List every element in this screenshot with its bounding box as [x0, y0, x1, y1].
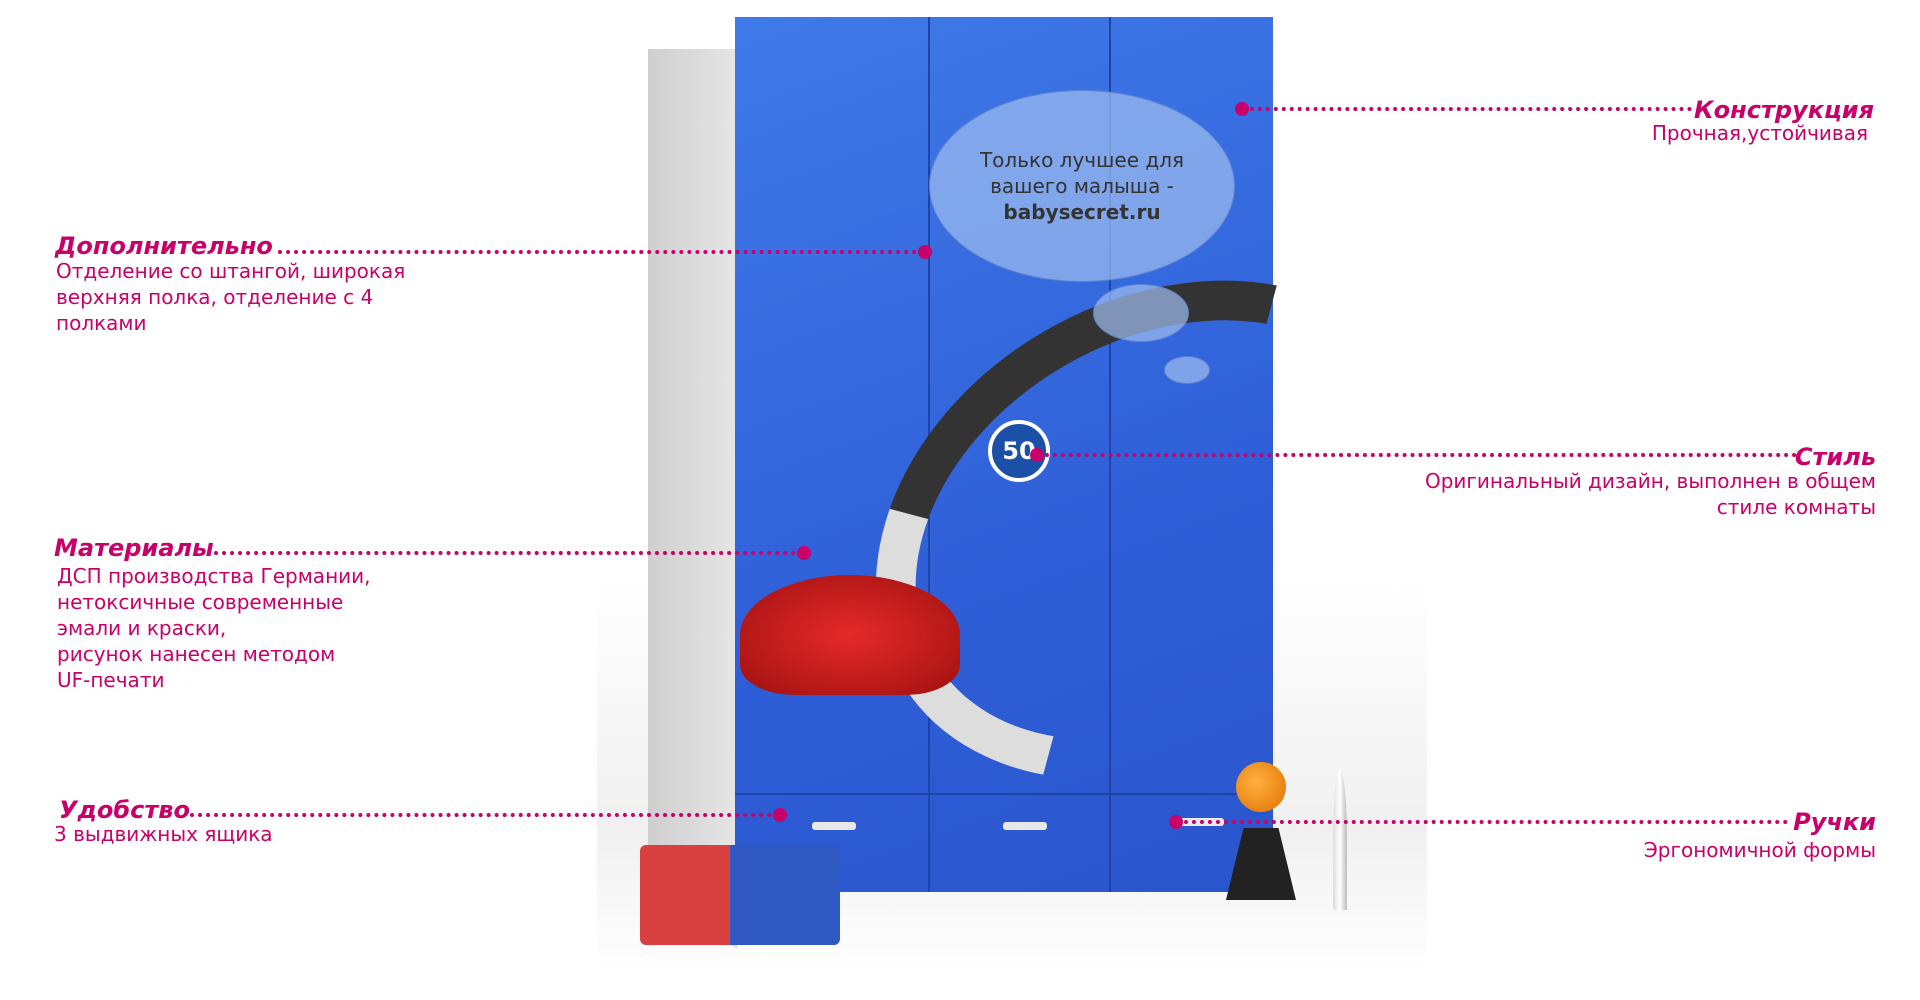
feature-text: Оригинальный дизайн, выполнен в общем ст…	[1425, 468, 1876, 520]
feature-text: ДСП производства Германии, нетоксичные с…	[57, 563, 371, 693]
bubble-brand: babysecret.ru	[1003, 200, 1161, 224]
leader-line	[214, 551, 804, 555]
leader-line	[190, 813, 780, 817]
text-line: Отделение со штангой, широкая	[56, 259, 406, 283]
leader-line	[1242, 107, 1692, 111]
hotspot-dot[interactable]	[797, 546, 811, 560]
text-line: Оригинальный дизайн, выполнен в общем	[1424, 469, 1876, 493]
hotspot-dot[interactable]	[773, 808, 787, 822]
hotspot-dot[interactable]	[918, 245, 932, 259]
hotspot-dot[interactable]	[1169, 815, 1183, 829]
feature-title: Стиль	[1794, 443, 1876, 471]
speech-bubble: Только лучшее для вашего малыша - babyse…	[929, 90, 1235, 282]
toy-rocket	[1333, 770, 1347, 910]
bubble-line: Только лучшее для	[979, 148, 1185, 172]
leader-line	[1037, 453, 1797, 457]
drawer-seam	[735, 793, 1273, 795]
text-line: стиле комнаты	[1716, 495, 1876, 519]
leader-line	[1176, 820, 1788, 824]
text-line: нетоксичные современные	[57, 590, 344, 614]
text-line: полками	[56, 311, 147, 335]
drawer-handle	[1003, 822, 1047, 830]
hotspot-dot[interactable]	[1030, 448, 1044, 462]
text-line: UF-печати	[57, 668, 165, 692]
hotspot-dot[interactable]	[1235, 102, 1249, 116]
feature-title: Конструкция	[1694, 96, 1874, 124]
door-seam	[928, 17, 930, 892]
drawer-handle	[812, 822, 856, 830]
feature-text: Эргономичной формы	[1643, 838, 1876, 862]
toy-truck	[640, 845, 840, 945]
feature-title: Ручки	[1793, 808, 1876, 836]
leader-line	[278, 250, 925, 254]
bubble-tail	[1093, 284, 1189, 342]
feature-title: Дополнительно	[55, 232, 273, 260]
wardrobe-side-panel	[648, 49, 738, 949]
text-line: ДСП производства Германии,	[57, 564, 371, 588]
text-line: эмали и краски,	[57, 616, 227, 640]
bubble-tail	[1164, 356, 1210, 384]
text-line: рисунок нанесен методом	[57, 642, 336, 666]
bubble-line: вашего малыша -	[990, 174, 1174, 198]
red-car-art	[740, 575, 960, 695]
feature-text: Прочная,устойчивая	[1651, 121, 1868, 145]
text-line: верхняя полка, отделение с 4	[56, 285, 374, 309]
feature-text: 3 выдвижных ящика	[54, 822, 273, 846]
feature-title: Удобство	[59, 796, 190, 824]
toy-planet	[1236, 762, 1286, 812]
feature-text: Отделение со штангой, широкая верхняя по…	[56, 258, 405, 336]
feature-title: Материалы	[54, 534, 214, 562]
